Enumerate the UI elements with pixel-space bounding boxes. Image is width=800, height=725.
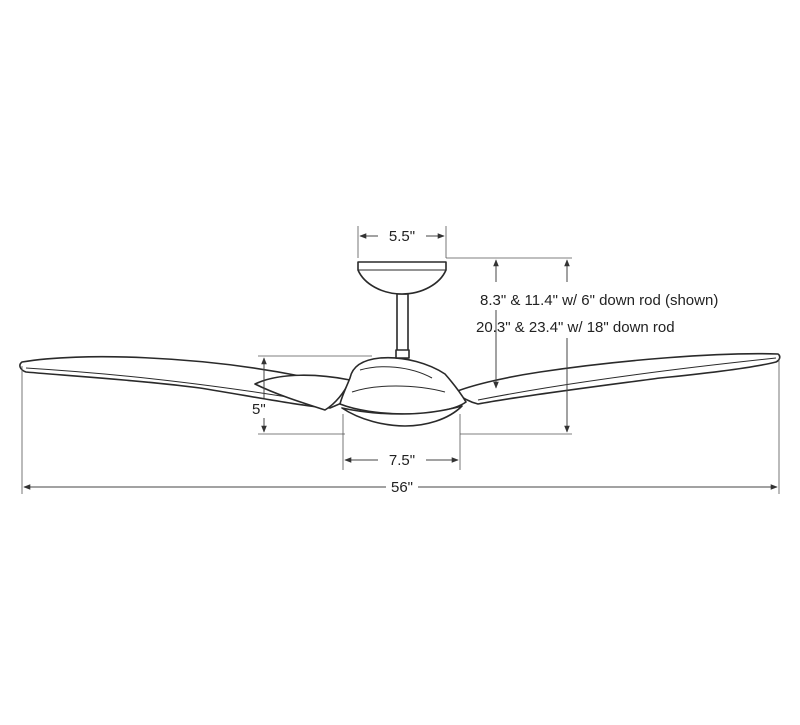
span-dimension: 56" [21,358,780,496]
span-label: 56" [391,479,413,496]
downrod [396,293,409,359]
light-width-dimension: 7.5" [342,414,461,470]
drop-long-label: 20.3" & 23.4" w/ 18" down rod [476,319,675,336]
light-kit [341,405,463,427]
canopy-width-label: 5.5" [389,228,415,245]
canopy-width-dimension: 5.5" [357,226,447,258]
right-blade [454,352,781,405]
drop-height-dimension: 8.3" & 11.4" w/ 6" down rod (shown) 20.3… [446,257,718,433]
light-width-label: 7.5" [389,452,415,469]
drop-short-label: 8.3" & 11.4" w/ 6" down rod (shown) [480,292,718,309]
canopy [357,261,447,295]
motor-height-label: 5" [252,401,266,418]
ceiling-fan-illustration [19,261,781,427]
motor-height-dimension: 5" [252,355,572,435]
